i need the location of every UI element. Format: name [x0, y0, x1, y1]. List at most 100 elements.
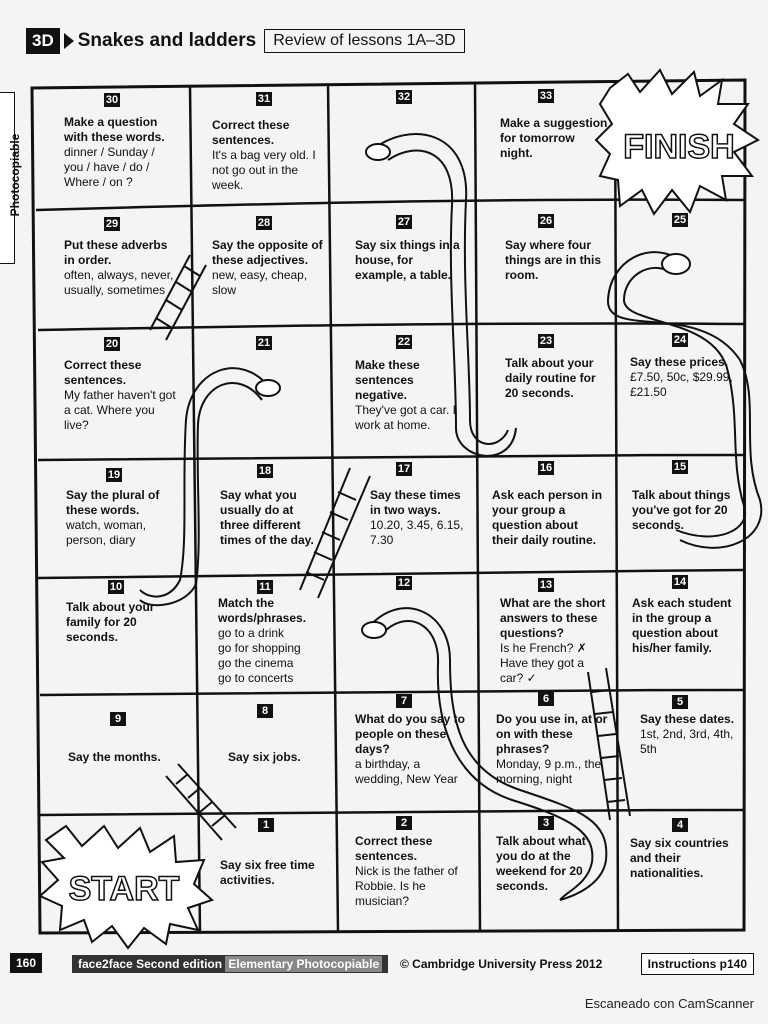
cell-body: Is he French? ✗ Have they got a car? ✓	[500, 641, 587, 685]
book-level: Elementary Photocopiable	[225, 956, 383, 972]
cell-number: 27	[396, 215, 412, 229]
cell-instruction: Say these times in two ways.10.20, 3.45,…	[370, 488, 472, 548]
cell-body: £7.50, 50c, $29.99, £21.50	[630, 370, 733, 399]
ladder-start-to-8	[165, 763, 237, 841]
cell-number: 21	[256, 336, 272, 350]
cell-title: Say six free time activities.	[220, 858, 315, 887]
cell-instruction: Talk about your daily routine for 20 sec…	[505, 356, 610, 401]
cell-body: It's a bag very old. I not go out in the…	[212, 148, 316, 192]
cell-title: Make these sentences negative.	[355, 358, 420, 402]
cell-title: Make a suggestion for tomorrow night.	[500, 116, 608, 160]
cell-title: Say the opposite of these adjectives.	[212, 238, 323, 267]
cell-number: 2	[396, 816, 412, 830]
cell-instruction: What do you say to people on these days?…	[355, 712, 467, 787]
finish-label: FINISH	[623, 128, 734, 166]
cell-instruction: Say these prices.£7.50, 50c, $29.99, £21…	[630, 355, 740, 400]
cell-body: watch, woman, person, diary	[66, 518, 147, 547]
page-subtitle: Review of lessons 1A–3D	[264, 29, 465, 53]
cell-instruction: Ask each student in the group a question…	[632, 596, 742, 656]
cell-instruction: Say the opposite of these adjectives.new…	[212, 238, 327, 298]
cell-number: 17	[396, 462, 412, 476]
cell-instruction: Correct these sentences.It's a bag very …	[212, 118, 322, 193]
cell-number: 6	[538, 692, 554, 706]
lesson-code: 3D	[26, 28, 60, 54]
cell-title: Talk about your family for 20 seconds.	[66, 600, 155, 644]
cell-number: 29	[104, 217, 120, 231]
start-burst: START	[38, 824, 214, 950]
cell-title: Say what you usually do at three differe…	[220, 488, 314, 547]
cell-title: Ask each student in the group a question…	[632, 596, 732, 655]
page-footer: 160 face2face Second edition Elementary …	[10, 953, 758, 975]
cell-body: a birthday, a wedding, New Year	[355, 757, 458, 786]
cell-number: 24	[672, 333, 688, 347]
cell-number: 31	[256, 92, 272, 106]
cell-instruction: Talk about your family for 20 seconds.	[66, 600, 176, 645]
cell-instruction: Make these sentences negative.They've go…	[355, 358, 467, 433]
ladder-4-to-14	[587, 667, 631, 821]
cell-title: Say where four things are in this room.	[505, 238, 602, 282]
cell-number: 7	[396, 694, 412, 708]
cell-number: 26	[538, 214, 554, 228]
worksheet-header: 3D Snakes and ladders Review of lessons …	[26, 26, 465, 56]
cell-body: Nick is the father of Robbie. Is he musi…	[355, 864, 458, 908]
cell-title: Talk about things you've got for 20 seco…	[632, 488, 731, 532]
snake-25-to-15	[606, 251, 763, 549]
cell-title: What are the short answers to these ques…	[500, 596, 606, 640]
cell-number: 33	[538, 89, 554, 103]
cell-instruction: What are the short answers to these ques…	[500, 596, 610, 686]
cell-instruction: Say the plural of these words.watch, wom…	[66, 488, 184, 548]
cell-number: 22	[396, 335, 412, 349]
ladder-11-to-17	[299, 467, 371, 599]
cell-number: 19	[106, 468, 122, 482]
cell-instruction: Talk about things you've got for 20 seco…	[632, 488, 742, 533]
snake-21-to-10	[139, 367, 281, 607]
snake-head	[255, 379, 281, 397]
cell-instruction: Talk about what you do at the weekend fo…	[496, 834, 606, 894]
cell-body: go to a drink go for shopping go the cin…	[218, 626, 301, 685]
cell-body: My father haven't got a cat. Where you l…	[64, 388, 176, 432]
cell-instruction: Say six countries and their nationalitie…	[630, 836, 740, 881]
snake-12-to-3	[361, 607, 608, 901]
cell-instruction: Say where four things are in this room.	[505, 238, 610, 283]
page-title: Snakes and ladders	[77, 30, 257, 51]
cell-number: 11	[257, 580, 273, 594]
cell-title: Talk about what you do at the weekend fo…	[496, 834, 586, 893]
cell-title: Make a question with these words.	[64, 115, 165, 144]
snake-head	[365, 143, 391, 161]
instructions-link[interactable]: Instructions p140	[640, 953, 754, 975]
cell-body: new, easy, cheap, slow	[212, 268, 308, 297]
cell-instruction: Ask each person in your group a question…	[492, 488, 607, 548]
cell-number: 10	[108, 580, 124, 594]
cell-title: Say the plural of these words.	[66, 488, 160, 517]
cell-body: Monday, 9 p.m., the morning, night	[496, 757, 602, 786]
cell-instruction: Say the months.	[68, 750, 178, 765]
cell-title: Correct these sentences.	[212, 118, 290, 147]
cell-instruction: Do you use in, at or on with these phras…	[496, 712, 611, 787]
cell-number: 12	[396, 576, 412, 590]
cell-number: 32	[396, 90, 412, 104]
ladder-28-29	[149, 254, 207, 341]
cell-number: 23	[538, 334, 554, 348]
cell-number: 15	[672, 460, 688, 474]
page-number: 160	[10, 953, 43, 973]
cell-instruction: Make a question with these words.dinner …	[64, 115, 174, 190]
cell-title: Say these times in two ways.	[370, 488, 461, 517]
cell-title: Correct these sentences.	[64, 358, 142, 387]
arrow-icon	[63, 33, 74, 49]
cell-title: Say six jobs.	[228, 750, 301, 764]
scanner-watermark: Escaneado con CamScanner	[584, 996, 754, 1011]
cell-instruction: Say these dates.1st, 2nd, 3rd, 4th, 5th	[640, 712, 740, 757]
cell-title: Say these prices.	[630, 355, 729, 369]
cell-number: 5	[672, 695, 688, 709]
snake-32-to-21	[365, 133, 517, 457]
cell-title: Say these dates.	[640, 712, 735, 726]
book-edition: Second edition	[136, 957, 223, 971]
cell-title: Talk about your daily routine for 20 sec…	[505, 356, 596, 400]
cell-instruction: Put these adverbs in order.often, always…	[64, 238, 179, 298]
grid-rows	[35, 198, 745, 817]
cell-title: Say six things in a house, for example, …	[355, 238, 460, 282]
cell-title: What do you say to people on these days?	[355, 712, 466, 756]
cell-title: Correct these sentences.	[355, 834, 433, 863]
cell-title: Match the words/phrases.	[218, 596, 307, 625]
